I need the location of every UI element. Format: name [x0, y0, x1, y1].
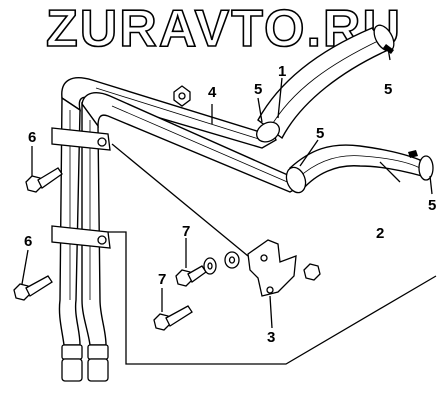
callout-5-a: 5 — [254, 81, 262, 98]
nut-top — [173, 85, 191, 107]
bolt-7-upper — [175, 251, 240, 287]
hose-lower — [285, 144, 434, 194]
callout-7-lower: 7 — [158, 271, 166, 288]
pipe-assembly — [51, 77, 305, 382]
watermark: ZURAVTO.RU — [46, 0, 402, 58]
callout-5-d: 5 — [428, 197, 436, 214]
callout-1: 1 — [278, 63, 286, 80]
bracket — [247, 239, 321, 297]
callout-3: 3 — [267, 329, 275, 346]
callout-5-c: 5 — [316, 125, 324, 142]
callout-2: 2 — [376, 225, 384, 242]
bolt-7-lower — [153, 305, 193, 331]
callout-6-upper: 6 — [28, 129, 36, 146]
hose-upper — [256, 24, 395, 143]
callout-5-b: 5 — [384, 81, 392, 98]
callout-6-lower: 6 — [24, 233, 32, 250]
callout-7-upper: 7 — [182, 223, 190, 240]
bolt-6-lower — [13, 275, 53, 301]
callout-4: 4 — [208, 84, 217, 101]
leader-lines — [21, 47, 437, 365]
